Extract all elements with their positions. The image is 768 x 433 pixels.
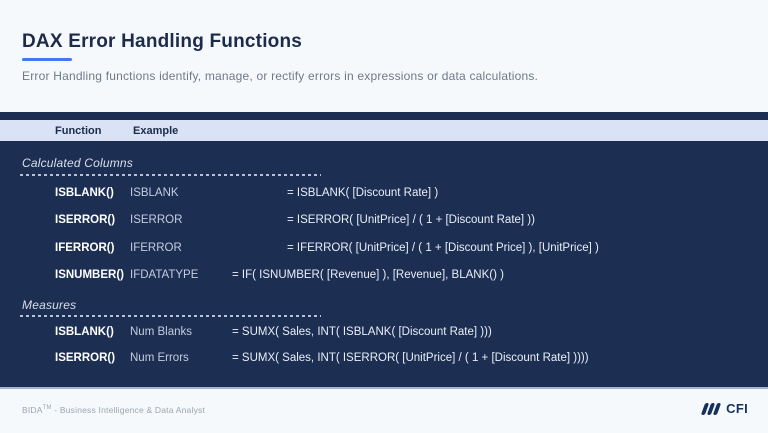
- cfi-logo-text: CFI: [726, 401, 748, 416]
- trademark-symbol: TM: [42, 405, 52, 412]
- formula-text: = SUMX( Sales, INT( ISBLANK( [Discount R…: [232, 326, 492, 338]
- formula-text: = IFERROR( [UnitPrice] / ( 1 + [Discount…: [287, 242, 599, 254]
- title-accent-underline: [22, 58, 72, 61]
- page-title: DAX Error Handling Functions: [22, 31, 303, 52]
- table-row: IFERROR() IFERROR = IFERROR( [UnitPrice]…: [0, 239, 768, 257]
- table-row: ISERROR() Num Errors = SUMX( Sales, INT(…: [0, 349, 768, 367]
- example-name: IFERROR: [130, 242, 182, 254]
- table-panel: Function Example Calculated Columns ISBL…: [0, 112, 768, 389]
- course-name: BIDA: [22, 405, 43, 415]
- function-name: ISERROR(): [55, 352, 116, 364]
- table-row: ISBLANK() Num Blanks = SUMX( Sales, INT(…: [0, 323, 768, 341]
- function-name: ISNUMBER(): [55, 269, 124, 281]
- slide-subtitle: Error Handling functions identify, manag…: [22, 69, 539, 83]
- course-label: BIDATM - Business Intelligence & Data An…: [22, 405, 205, 415]
- formula-text: = ISERROR( [UnitPrice] / ( 1 + [Discount…: [287, 214, 535, 226]
- formula-text: = IF( ISNUMBER( [Revenue] ), [Revenue], …: [232, 269, 504, 281]
- table-row: ISERROR() ISERROR = ISERROR( [UnitPrice]…: [0, 211, 768, 229]
- example-name: ISBLANK: [130, 187, 179, 199]
- cfi-logo: CFI: [700, 401, 748, 416]
- section-divider: [20, 315, 321, 317]
- function-name: ISERROR(): [55, 214, 116, 226]
- section-label-calculated-columns: Calculated Columns: [22, 156, 133, 170]
- table-row: ISBLANK() ISBLANK = ISBLANK( [Discount R…: [0, 184, 768, 202]
- function-name: IFERROR(): [55, 242, 115, 254]
- footer: BIDATM - Business Intelligence & Data An…: [0, 391, 768, 433]
- table-header-row: Function Example: [0, 120, 768, 141]
- cfi-logo-bars-icon: [700, 402, 722, 415]
- formula-text: = ISBLANK( [Discount Rate] ): [287, 187, 439, 199]
- example-name: Num Errors: [130, 352, 189, 364]
- example-name: Num Blanks: [130, 326, 192, 338]
- course-suffix: - Business Intelligence & Data Analyst: [51, 405, 206, 415]
- column-header-example: Example: [133, 124, 179, 137]
- table-row: ISNUMBER() IFDATATYPE = IF( ISNUMBER( [R…: [0, 266, 768, 284]
- example-name: IFDATATYPE: [130, 269, 199, 281]
- section-divider: [20, 174, 321, 176]
- section-label-measures: Measures: [22, 298, 77, 312]
- example-name: ISERROR: [130, 214, 183, 226]
- function-name: ISBLANK(): [55, 326, 114, 338]
- function-name: ISBLANK(): [55, 187, 114, 199]
- formula-text: = SUMX( Sales, INT( ISERROR( [UnitPrice]…: [232, 352, 589, 364]
- column-header-function: Function: [55, 124, 102, 137]
